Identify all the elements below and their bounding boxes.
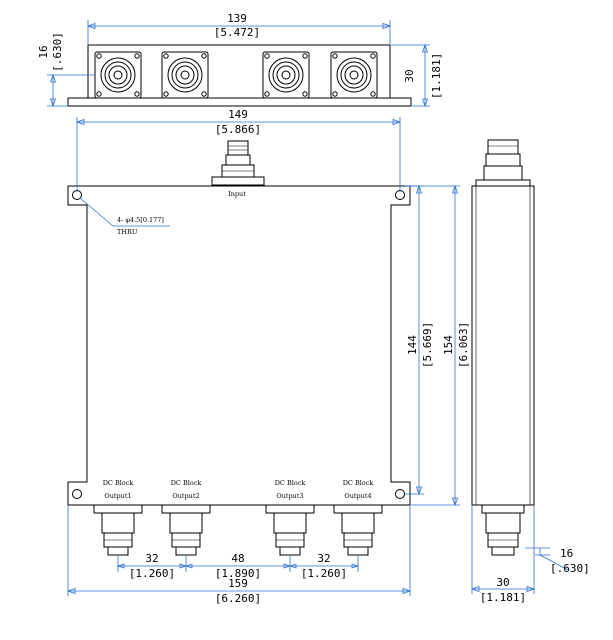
mount-hole-bottom-right bbox=[395, 489, 405, 499]
spacing3-mm: 32 bbox=[317, 552, 330, 565]
hole-note-leader bbox=[79, 197, 114, 227]
port1-block-label: DC Block bbox=[103, 479, 134, 487]
top-right-height-in: [1.181] bbox=[430, 53, 443, 99]
mount-hole-bottom-left bbox=[72, 489, 82, 499]
top-connector-2 bbox=[161, 51, 209, 99]
top-width-mm: 139 bbox=[227, 12, 247, 25]
total-width-in: [6.260] bbox=[215, 592, 261, 605]
top-right-height-mm: 30 bbox=[403, 69, 416, 82]
top-connector-3 bbox=[262, 51, 310, 99]
front-outer-height-in: [6.063] bbox=[457, 322, 470, 368]
top-left-height-dimension: 16 [.630] bbox=[37, 32, 95, 108]
side-connector-mm: 16 bbox=[560, 547, 573, 560]
top-right-height-dimension: 30 [1.181] bbox=[391, 43, 443, 108]
port3-name-label: Output3 bbox=[276, 492, 303, 500]
top-connector-4 bbox=[330, 51, 378, 99]
top-left-height-in: [.630] bbox=[51, 32, 64, 72]
front-outer-height-dimension: 154 [6.063] bbox=[411, 184, 470, 507]
front-total-width-dimension: 159 [6.260] bbox=[66, 506, 412, 605]
front-width-in: [5.866] bbox=[215, 123, 261, 136]
input-connector bbox=[211, 140, 265, 186]
spacing1-in: [1.260] bbox=[129, 567, 175, 580]
port-spacing-dimensions: 32 [1.260] 48 [1.890] 32 [1.260] bbox=[116, 552, 360, 580]
front-outer-height-mm: 154 bbox=[442, 335, 455, 355]
side-width-mm: 30 bbox=[496, 576, 509, 589]
side-bottom-connector bbox=[481, 504, 525, 556]
side-top-connector bbox=[475, 139, 531, 187]
hole-note-line1: 4- φ4.5[0.177] bbox=[117, 216, 164, 224]
top-view-body bbox=[87, 44, 391, 105]
spacing2-in: [1.890] bbox=[215, 567, 261, 580]
output-connector-2 bbox=[161, 504, 211, 556]
input-label: Input bbox=[228, 190, 246, 198]
spacing2-mm: 48 bbox=[231, 552, 244, 565]
port2-name-label: Output2 bbox=[172, 492, 199, 500]
top-width-dimension: 139 [5.472] bbox=[86, 12, 392, 44]
side-width-dimension: 30 [1.181] bbox=[470, 506, 536, 604]
hole-note-line2: THRU bbox=[117, 228, 138, 236]
front-inner-height-dimension: 144 [5.669] bbox=[405, 184, 434, 496]
side-view: 16 [.630] 30 [1.181] bbox=[470, 139, 590, 604]
top-view: 139 [5.472] 16 [.630] 30 [1.181] bbox=[37, 12, 443, 108]
side-connector-in: [.630] bbox=[550, 562, 590, 575]
front-width-dimension: 149 [5.866] bbox=[75, 108, 402, 192]
front-inner-height-in: [5.669] bbox=[421, 322, 434, 368]
output-connector-3 bbox=[265, 504, 315, 556]
port3-block-label: DC Block bbox=[275, 479, 306, 487]
port4-name-label: Output4 bbox=[344, 492, 371, 500]
port1-name-label: Output1 bbox=[104, 492, 131, 500]
front-width-mm: 149 bbox=[228, 108, 248, 121]
top-left-height-mm: 16 bbox=[37, 45, 50, 58]
total-width-mm: 159 bbox=[228, 577, 248, 590]
top-view-flange bbox=[67, 97, 412, 107]
side-view-body bbox=[471, 185, 535, 506]
side-connector-dimension: 16 [.630] bbox=[525, 547, 590, 575]
front-view: Input 4- φ4.5[0.177] THRU DC Block Outpu… bbox=[66, 108, 470, 605]
port2-block-label: DC Block bbox=[171, 479, 202, 487]
side-width-in: [1.181] bbox=[480, 591, 526, 604]
output-connector-4 bbox=[333, 504, 383, 556]
top-width-in: [5.472] bbox=[214, 26, 260, 39]
spacing1-mm: 32 bbox=[145, 552, 158, 565]
output-connector-1 bbox=[93, 504, 143, 556]
port4-block-label: DC Block bbox=[343, 479, 374, 487]
spacing3-in: [1.260] bbox=[301, 567, 347, 580]
front-inner-height-mm: 144 bbox=[406, 335, 419, 355]
